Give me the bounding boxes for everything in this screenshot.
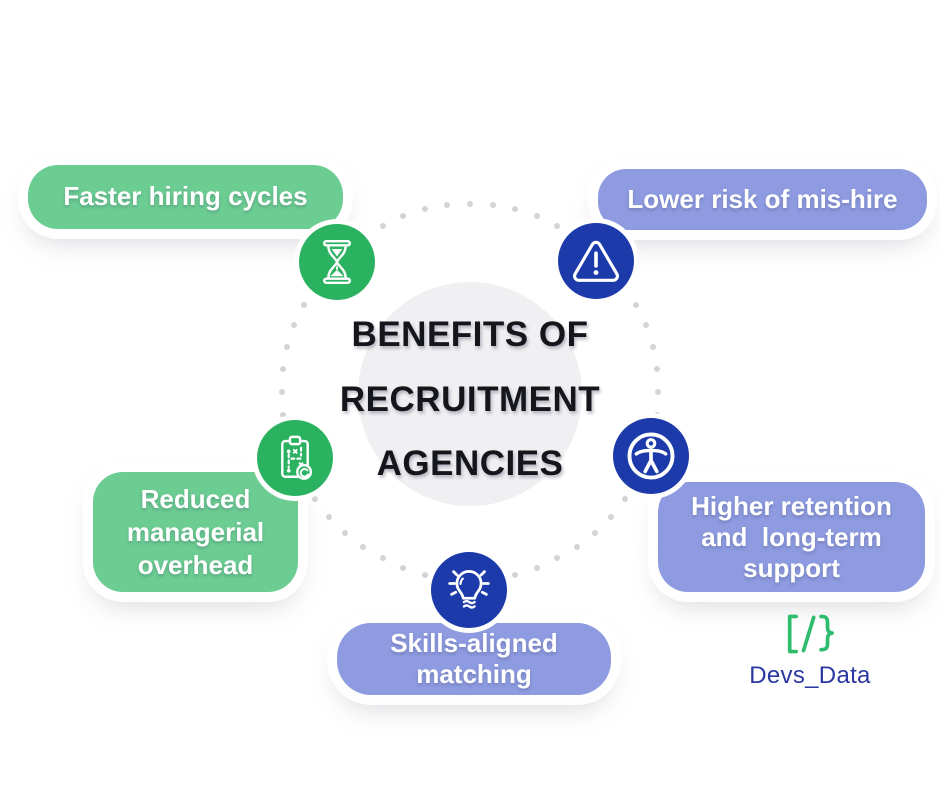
benefit-pill-skills-aligned-matching: Skills-aligned matching	[337, 623, 611, 695]
ring-dot	[533, 564, 540, 571]
benefit-label: Skills-aligned matching	[390, 628, 558, 689]
ring-dot	[422, 571, 428, 578]
ring-dot	[649, 344, 656, 350]
lightbulb-icon	[431, 552, 507, 628]
ring-dot	[533, 213, 540, 220]
ring-dot	[279, 389, 285, 395]
benefit-label: Higher retention and long-term support	[691, 490, 892, 583]
ring-dot	[655, 389, 661, 395]
ring-dot	[621, 495, 628, 502]
ring-dot	[379, 555, 386, 562]
benefit-pill-lower-risk-of-mis-hire: Lower risk of mis-hire	[598, 169, 927, 230]
warning-triangle-icon	[558, 223, 634, 299]
ring-dot	[280, 366, 287, 373]
code-brackets-icon	[787, 614, 834, 654]
ring-dot	[554, 555, 561, 562]
ring-dot	[467, 201, 473, 207]
center-background-circle	[358, 282, 582, 506]
ring-dot	[280, 411, 287, 418]
ring-dot	[291, 322, 298, 329]
benefit-label: Faster hiring cycles	[63, 181, 308, 212]
strategy-clipboard-icon	[257, 420, 333, 496]
ring-dot	[360, 543, 367, 550]
ring-dot	[511, 571, 518, 578]
brand-logo: Devs_Data	[733, 610, 887, 690]
ring-dot	[554, 222, 561, 229]
ring-dot	[284, 344, 291, 350]
benefit-label: Lower risk of mis-hire	[627, 183, 898, 214]
ring-dot	[312, 495, 319, 502]
ring-dot	[591, 529, 598, 536]
ring-dot	[633, 301, 640, 308]
ring-dot	[573, 543, 580, 550]
accessibility-icon	[613, 418, 689, 494]
ring-dot	[342, 529, 349, 536]
ring-dot	[444, 202, 451, 209]
benefit-pill-reduced-managerial-overhead: Reduced managerial overhead	[93, 472, 298, 592]
ring-dot	[300, 301, 307, 308]
benefit-pill-faster-hiring-cycles: Faster hiring cycles	[28, 165, 343, 229]
ring-dot	[326, 513, 333, 520]
ring-dot	[400, 564, 407, 571]
ring-dot	[400, 213, 407, 220]
benefit-label: Reduced managerial overhead	[126, 483, 265, 580]
ring-dot	[607, 513, 614, 520]
ring-dot	[653, 411, 660, 418]
benefit-pill-higher-retention: Higher retention and long-term support	[658, 482, 925, 592]
ring-dot	[642, 322, 649, 329]
ring-dot	[422, 206, 428, 213]
page-title: BENEFITS OF RECRUITMENT AGENCIES	[339, 315, 601, 483]
ring-dot	[379, 222, 386, 229]
ring-dot	[511, 206, 518, 213]
brand-name: Devs_Data	[749, 662, 871, 689]
hourglass-icon	[299, 224, 375, 300]
ring-dot	[653, 366, 660, 373]
ring-dot	[489, 202, 496, 209]
